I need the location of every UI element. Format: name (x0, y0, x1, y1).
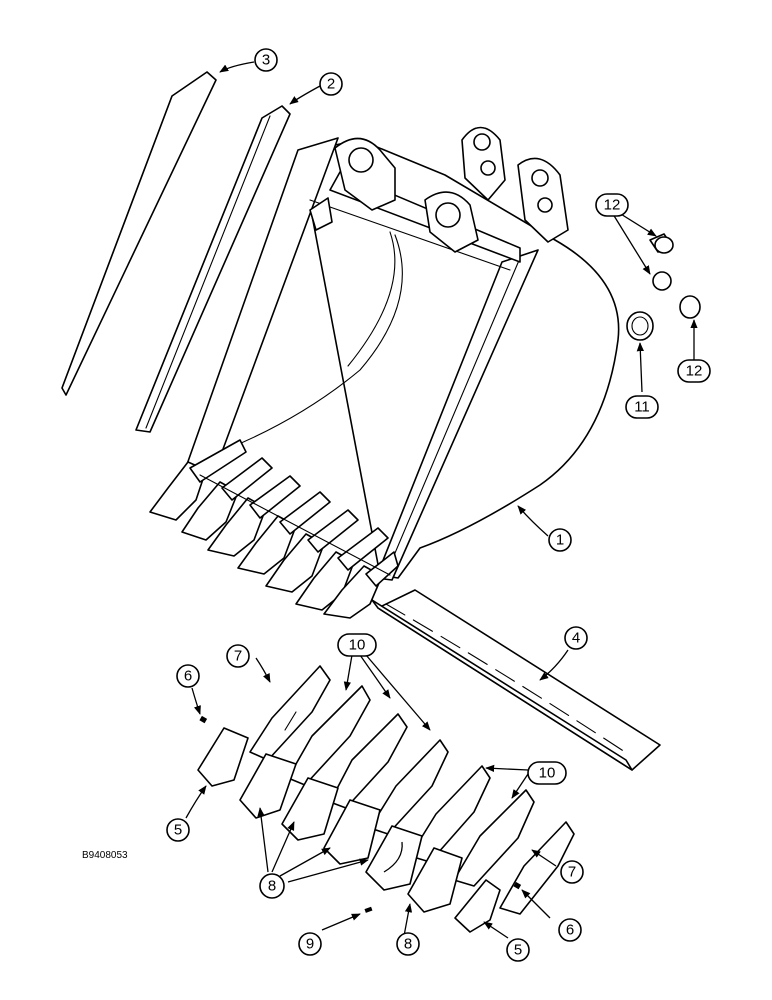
callout-1[interactable]: 1 (548, 528, 572, 552)
callout-7-right[interactable]: 7 (560, 860, 584, 884)
callout-8-bottom[interactable]: 8 (396, 932, 420, 956)
callout-10-right[interactable]: 10 (527, 761, 567, 785)
svg-text:12: 12 (686, 363, 703, 380)
svg-text:8: 8 (268, 878, 276, 895)
callout-3[interactable]: 3 (254, 48, 278, 72)
callout-2[interactable]: 2 (319, 72, 343, 96)
exploded-teeth (197, 665, 575, 933)
svg-text:9: 9 (306, 936, 314, 953)
svg-text:5: 5 (514, 942, 522, 959)
callout-5-right[interactable]: 5 (506, 938, 530, 962)
svg-text:6: 6 (566, 922, 574, 939)
callout-5-left[interactable]: 5 (166, 818, 190, 842)
svg-text:7: 7 (234, 648, 242, 665)
bucket-body-1 (184, 126, 620, 581)
bucket-teeth-row (149, 439, 399, 619)
svg-text:10: 10 (349, 637, 366, 654)
svg-text:11: 11 (634, 399, 650, 416)
callout-7-left[interactable]: 7 (226, 644, 250, 668)
svg-text:1: 1 (556, 532, 564, 549)
callout-11[interactable]: 11 (625, 395, 659, 419)
callout-12-top[interactable]: 12 (595, 193, 629, 217)
callout-8-left[interactable]: 8 (259, 873, 285, 899)
svg-text:12: 12 (604, 197, 621, 214)
callout-4[interactable]: 4 (564, 626, 588, 650)
side-strip-2 (135, 105, 291, 433)
figure-id: B9408053 (82, 850, 128, 861)
svg-text:2: 2 (327, 76, 335, 93)
callout-10-top[interactable]: 10 (337, 633, 377, 657)
svg-text:7: 7 (568, 864, 576, 881)
cutting-edge-4 (371, 589, 661, 771)
svg-text:4: 4 (572, 630, 580, 647)
svg-text:10: 10 (539, 765, 556, 782)
leader-lines (185, 61, 698, 939)
svg-text:5: 5 (174, 822, 182, 839)
svg-text:3: 3 (262, 52, 270, 69)
bushings-11-12 (626, 233, 701, 341)
callout-6-left[interactable]: 6 (176, 664, 200, 688)
callout-9[interactable]: 9 (298, 932, 322, 956)
callout-6-right[interactable]: 6 (558, 918, 582, 942)
svg-text:8: 8 (404, 936, 412, 953)
svg-text:6: 6 (184, 668, 192, 685)
callout-12-bottom[interactable]: 12 (677, 359, 711, 383)
wear-strip-3 (61, 71, 217, 396)
